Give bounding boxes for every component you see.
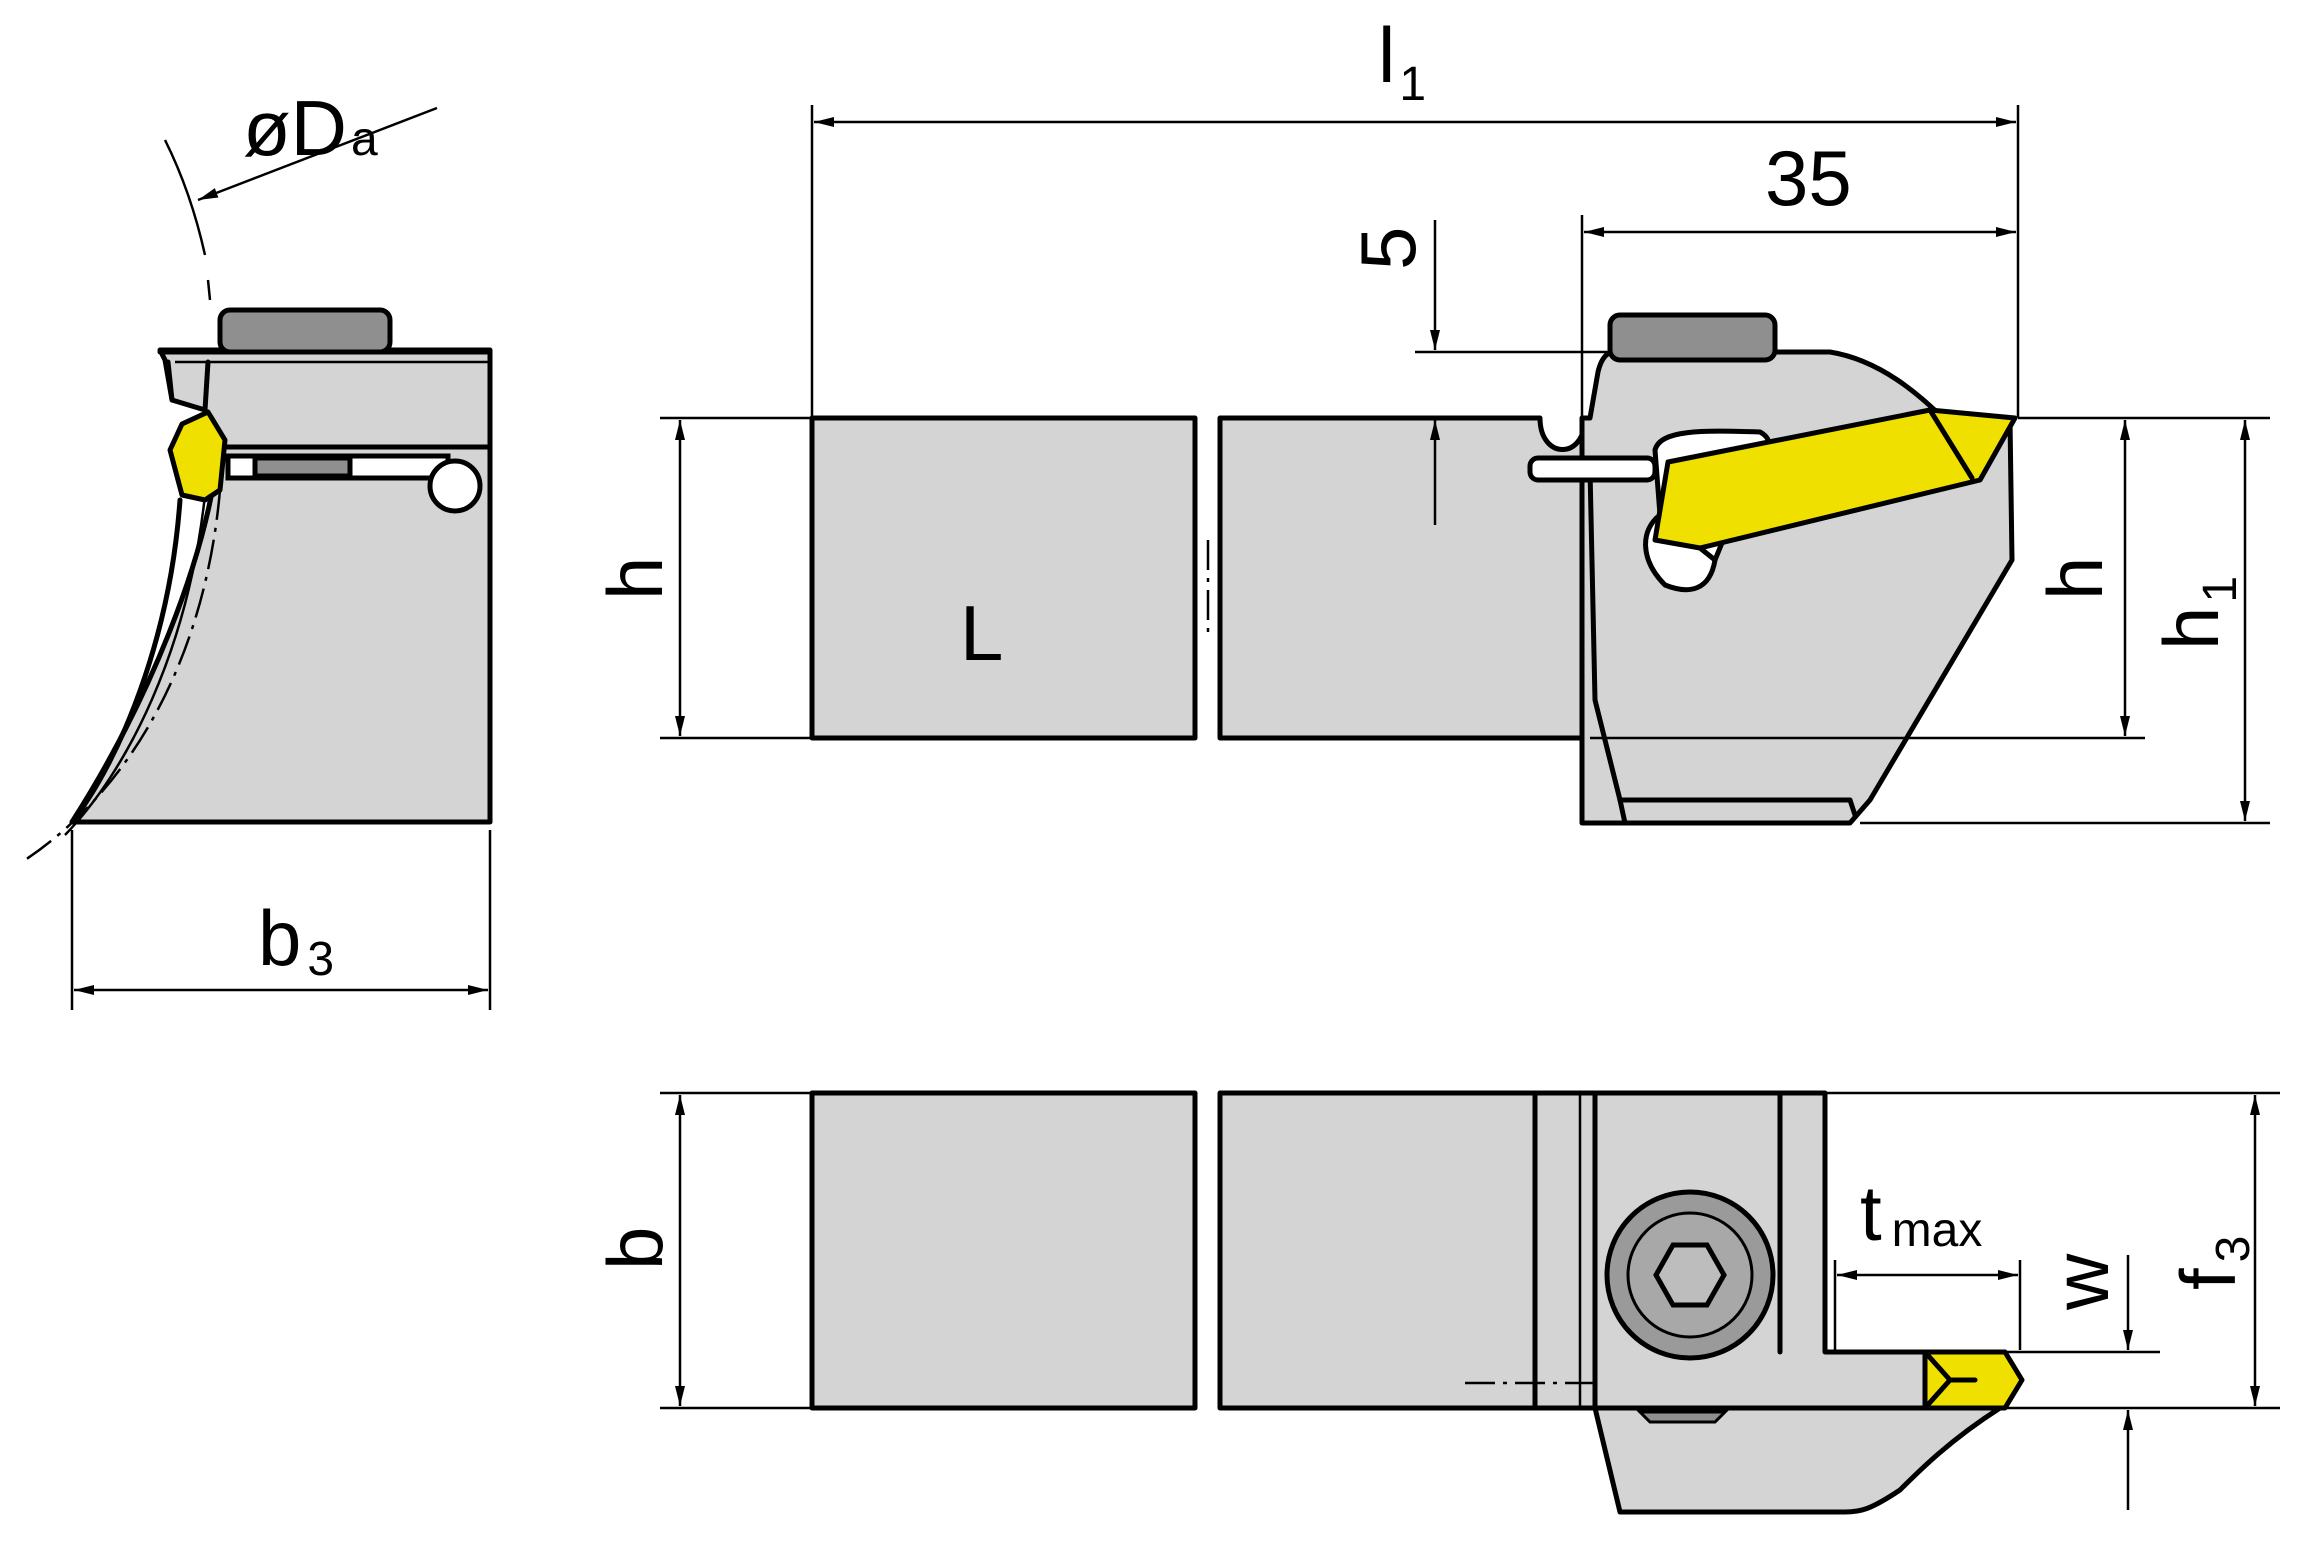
side-head-inner-edge <box>1587 467 1853 803</box>
da-dimension: øDa <box>163 84 438 301</box>
h1-dimension: h1 <box>1860 416 2270 825</box>
end-view-sweep-inner <box>64 494 207 836</box>
end-view-sweep-dash <box>24 489 222 862</box>
top-insert-lines <box>1922 1349 1978 1411</box>
end-view-insert <box>167 409 228 503</box>
l1-label: l1 <box>1378 11 1426 111</box>
da-label: øDa <box>243 84 378 172</box>
b-label: b <box>591 1227 679 1270</box>
da-extension-tick <box>206 279 212 301</box>
l1-dimension: l1 <box>810 11 2020 418</box>
side-view <box>809 312 2018 826</box>
da-extension-arc <box>163 139 207 256</box>
w-dimension: w <box>2005 1253 2160 1510</box>
h1-label: h1 <box>2147 576 2247 650</box>
top-shank-left <box>809 1090 1198 1411</box>
h-left-dimension: h <box>591 416 812 740</box>
h-right-dimension: h <box>1590 416 2145 740</box>
end-view-body <box>69 347 493 825</box>
dim-35-label: 35 <box>1765 134 1852 222</box>
hex-socket-icon <box>1653 1242 1727 1308</box>
side-screw-bar <box>1527 455 1658 483</box>
top-view <box>809 1090 2025 1515</box>
end-view <box>24 307 493 862</box>
da-leader <box>197 106 438 202</box>
f3-label: f3 <box>2164 1236 2260 1290</box>
side-shank-left <box>809 415 1198 741</box>
end-view-screw-head <box>427 458 483 514</box>
side-insert-line <box>1697 407 1975 563</box>
top-bolt-bottom <box>1636 1410 1729 1424</box>
dim-5-label: 5 <box>1344 227 1432 270</box>
h-left-label: h <box>591 557 679 600</box>
shank-L-label: L <box>960 589 1003 677</box>
b-dimension: b <box>591 1091 812 1410</box>
h-right-label: h <box>2031 557 2119 600</box>
dim-35: 35 <box>1580 134 2016 418</box>
side-clamp <box>1607 312 1778 363</box>
w-label: w <box>2037 1253 2125 1311</box>
side-head-bottom-lip <box>1617 797 1858 826</box>
end-view-screw <box>252 455 353 479</box>
f3-dimension: f3 <box>1595 1091 2280 1410</box>
end-view-sweep-outer <box>69 497 183 825</box>
dim-5: 5 <box>1344 220 1610 525</box>
end-view-insert-holder <box>165 359 211 413</box>
end-view-clamp <box>217 307 393 355</box>
